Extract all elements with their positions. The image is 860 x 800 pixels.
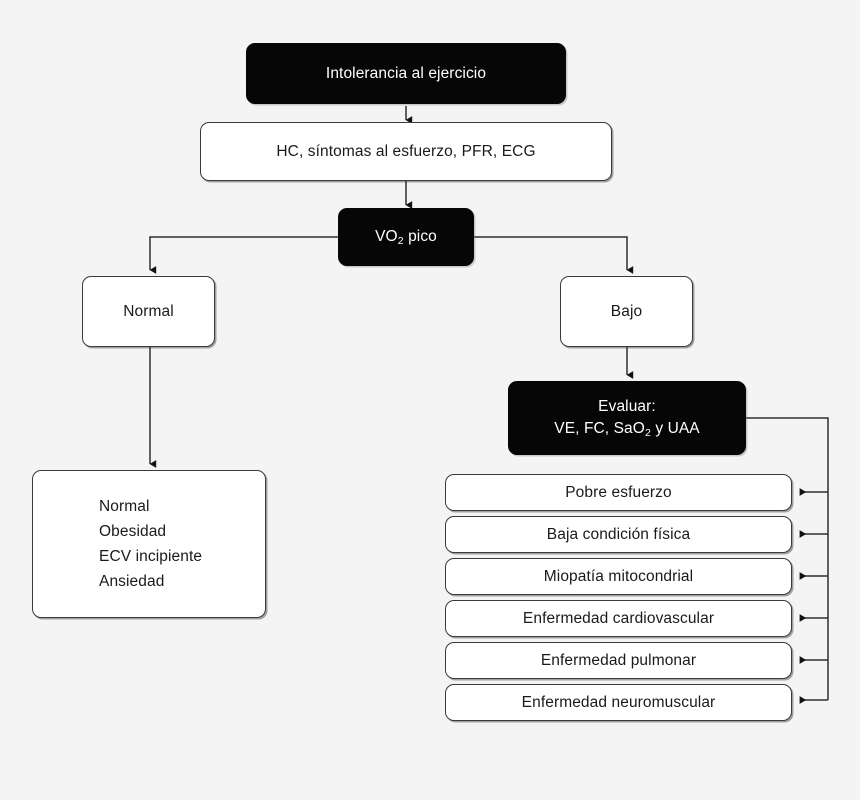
node-cause-label: Enfermedad pulmonar xyxy=(540,651,697,669)
node-normal-label: Normal xyxy=(123,302,174,320)
node-evaluar-lines: Evaluar: VE, FC, SaO2 y UAA xyxy=(509,396,745,440)
list-item: Obesidad xyxy=(99,522,167,540)
node-bajo[interactable]: Bajo xyxy=(560,276,693,347)
node-vo2-pico-label: VO2 pico xyxy=(375,228,437,247)
node-cause-enfermedad-cardiovascular[interactable]: Enfermedad cardiovascular xyxy=(445,600,792,637)
node-cause-pobre-esfuerzo[interactable]: Pobre esfuerzo xyxy=(445,474,792,511)
node-normal-outcomes[interactable]: Normal Obesidad ECV incipiente Ansiedad xyxy=(32,470,266,618)
node-vo2-pico[interactable]: VO2 pico xyxy=(338,208,474,266)
node-cause-label: Enfermedad cardiovascular xyxy=(522,609,715,627)
node-bajo-label: Bajo xyxy=(610,302,643,320)
node-evaluar[interactable]: Evaluar: VE, FC, SaO2 y UAA xyxy=(508,381,746,455)
normal-outcomes-list: Normal Obesidad ECV incipiente Ansiedad xyxy=(99,494,265,594)
node-cause-miopatia-mitocondrial[interactable]: Miopatía mitocondrial xyxy=(445,558,792,595)
list-item: ECV incipiente xyxy=(99,548,203,565)
node-cause-label: Baja condición física xyxy=(546,525,691,543)
node-cause-label: Pobre esfuerzo xyxy=(565,483,672,501)
node-cause-enfermedad-neuromuscular[interactable]: Enfermedad neuromuscular xyxy=(445,684,792,721)
node-evaluar-line-1: Evaluar: xyxy=(598,398,656,415)
node-cause-label: Miopatía mitocondrial xyxy=(543,567,694,585)
node-evaluar-line-2: VE, FC, SaO2 y UAA xyxy=(554,420,700,439)
edge-vo2-to-normal xyxy=(149,236,338,274)
node-cause-enfermedad-pulmonar[interactable]: Enfermedad pulmonar xyxy=(445,642,792,679)
node-evaluacion-inicial-label: HC, síntomas al esfuerzo, PFR, ECG xyxy=(276,142,536,160)
node-cause-label: Enfermedad neuromuscular xyxy=(521,693,716,711)
node-evaluacion-inicial[interactable]: HC, síntomas al esfuerzo, PFR, ECG xyxy=(200,122,612,181)
edge-vo2-to-bajo xyxy=(474,236,634,274)
list-item: Ansiedad xyxy=(99,573,165,591)
node-normal[interactable]: Normal xyxy=(82,276,215,347)
node-cause-baja-condicion-fisica[interactable]: Baja condición física xyxy=(445,516,792,553)
node-intolerancia-label: Intolerancia al ejercicio xyxy=(325,64,487,82)
list-item: Normal xyxy=(99,497,150,515)
node-intolerancia-al-ejercicio[interactable]: Intolerancia al ejercicio xyxy=(246,43,566,104)
